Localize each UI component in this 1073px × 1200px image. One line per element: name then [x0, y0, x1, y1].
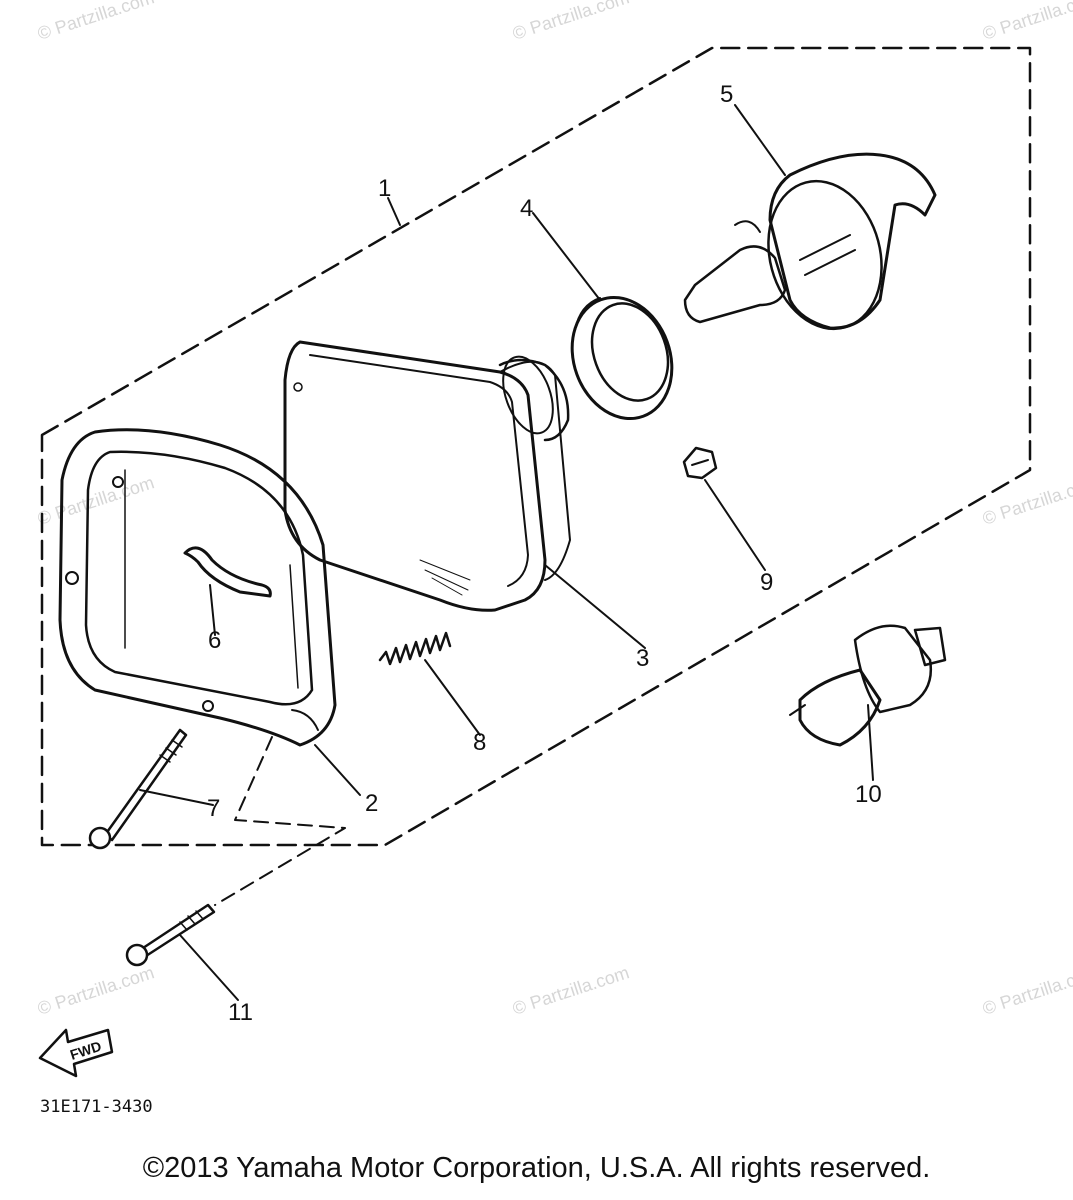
- halogen-bulb: [789, 624, 947, 747]
- callout-8: 8: [473, 729, 486, 756]
- bulb-socket: [683, 152, 937, 331]
- screw-11: [125, 903, 216, 967]
- callout-6: 6: [208, 627, 221, 654]
- callout-2: 2: [365, 790, 378, 817]
- callout-4: 4: [520, 195, 533, 222]
- callout-9: 9: [760, 569, 773, 596]
- watermark: © Partzilla.com: [35, 962, 157, 1019]
- screw-7: [88, 728, 188, 850]
- assembly-outline: [40, 46, 1032, 847]
- diagram-code: 31E171-3430: [40, 1097, 153, 1117]
- callout-11: 11: [228, 999, 253, 1026]
- clip: [183, 546, 272, 598]
- watermark: © Partzilla.com: [980, 472, 1073, 529]
- callout-5: 5: [720, 81, 733, 108]
- callouts: 1 2 3 4 5 6 7 8 9 10 11: [207, 81, 882, 1026]
- callout-1: 1: [378, 175, 391, 202]
- watermark: © Partzilla.com: [510, 0, 632, 44]
- sealed-beam-unit: [283, 340, 571, 612]
- watermark: © Partzilla.com: [35, 472, 157, 529]
- watermark: © Partzilla.com: [510, 962, 632, 1019]
- headlight-rim: [58, 428, 337, 747]
- callout-3: 3: [636, 645, 649, 672]
- watermark: © Partzilla.com: [35, 0, 157, 44]
- watermark: © Partzilla.com: [980, 962, 1073, 1019]
- leader-lines: [139, 104, 874, 1001]
- callout-10: 10: [855, 781, 882, 808]
- small-screw: [682, 446, 718, 480]
- callout-7: 7: [207, 795, 220, 822]
- copyright-notice: ©2013 Yamaha Motor Corporation, U.S.A. A…: [142, 1152, 931, 1184]
- watermark: © Partzilla.com: [980, 0, 1073, 44]
- watermarks: © Partzilla.com © Partzilla.com © Partzi…: [35, 0, 1073, 1019]
- screw-guide-line: [214, 736, 346, 906]
- fwd-arrow: FWD: [38, 1028, 114, 1078]
- spring: [378, 631, 452, 666]
- seal-ring: [570, 295, 674, 421]
